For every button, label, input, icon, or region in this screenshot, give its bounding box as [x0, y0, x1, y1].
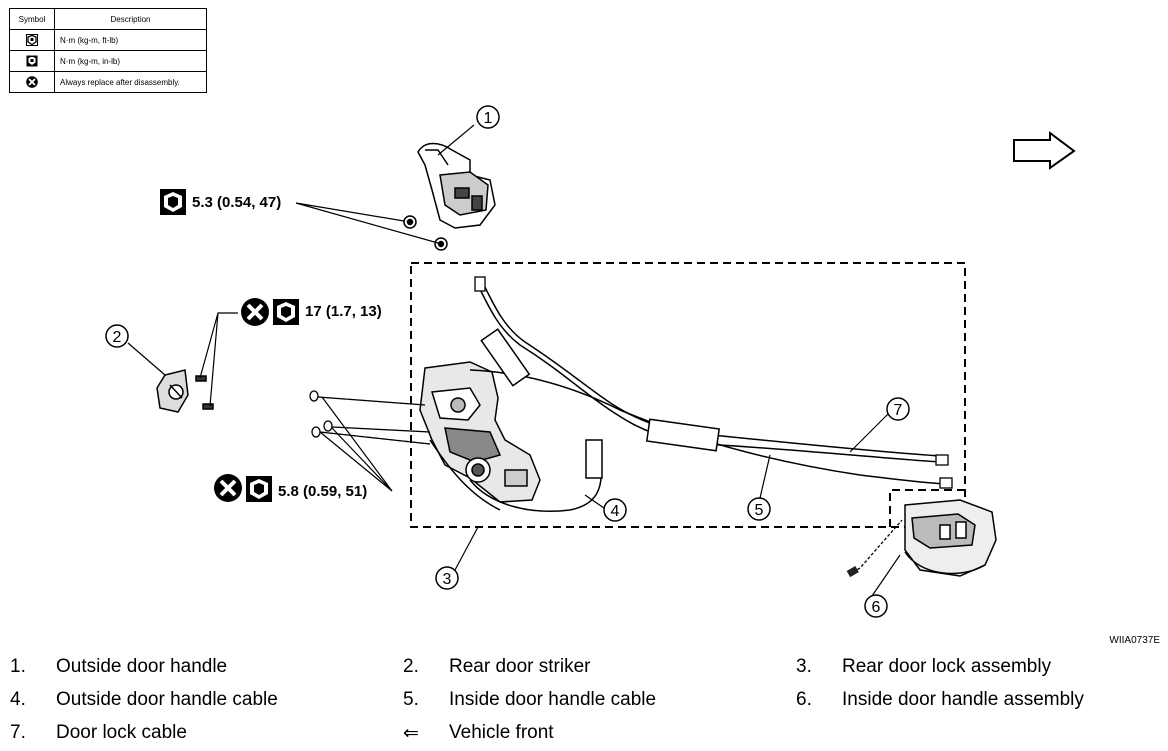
- callout-5-label: 5: [755, 502, 764, 519]
- torque-ftlb-icon: [273, 299, 299, 325]
- torque-ftlb-icon: [160, 189, 186, 215]
- callout-leader: [849, 413, 889, 453]
- symbol-legend-table: Symbol Description N·m (kg-m, ft-lb) N·m…: [9, 8, 207, 93]
- callout-1-label: 1: [484, 110, 493, 127]
- torque-leader: [295, 202, 439, 244]
- caption-text: Inside door handle cable: [449, 689, 657, 710]
- caption-number: 3.: [796, 656, 812, 677]
- torque-inlb-icon: [26, 55, 38, 67]
- cable-bracket: [585, 439, 603, 479]
- figure-code: WIIA0737E: [1109, 635, 1160, 646]
- caption-number: 6.: [796, 689, 812, 710]
- torque-ftlb-icon: [246, 476, 272, 502]
- legend-row: N·m (kg-m, in-lb): [9, 50, 207, 72]
- callout-3: 3: [435, 566, 459, 590]
- torque-leader: [319, 396, 393, 492]
- rear-door-striker-part: [156, 369, 214, 413]
- torque-value-1: 5.3 (0.54, 47): [192, 194, 281, 211]
- caption-text: Outside door handle cable: [56, 689, 278, 710]
- cable-end: [939, 477, 953, 489]
- callout-7-label: 7: [894, 402, 903, 419]
- caption-text: Vehicle front: [449, 722, 554, 743]
- callout-5: 5: [747, 497, 771, 521]
- legend-description: Always replace after disassembly.: [54, 71, 207, 93]
- lock-screws: [309, 390, 431, 445]
- caption-number: 4.: [10, 689, 26, 710]
- handle-screw: [846, 566, 859, 578]
- callout-1: 1: [476, 105, 500, 129]
- callout-2: 2: [105, 324, 129, 348]
- torque-value-3: 5.8 (0.59, 51): [278, 483, 367, 500]
- callout-leader: [759, 454, 771, 499]
- cable-sleeve: [480, 328, 531, 387]
- callout-4: 4: [603, 498, 627, 522]
- caption-number: ⇐: [403, 723, 419, 744]
- always-replace-icon: [212, 472, 244, 504]
- callout-leader: [871, 554, 901, 597]
- callout-leader: [584, 494, 605, 509]
- caption-text: Inside door handle assembly: [842, 689, 1084, 710]
- door-lock-exploded-diagram: 1 5.3 (0.54, 47) 2 17 (1.7, 13): [105, 105, 1160, 646]
- always-replace-icon: [239, 296, 271, 328]
- caption-text: Outside door handle: [56, 656, 228, 677]
- callout-leader: [437, 124, 475, 156]
- callout-6: 6: [864, 594, 888, 618]
- callout-2-label: 2: [113, 329, 122, 346]
- cable-end: [935, 454, 949, 466]
- inside-door-handle-part: [904, 499, 997, 577]
- legend-header-row: Symbol Description: [9, 8, 207, 30]
- rear-door-lock-assembly-part: [419, 361, 541, 503]
- caption-text: Rear door lock assembly: [842, 656, 1052, 677]
- always-replace-icon: [26, 76, 38, 88]
- vehicle-front-arrow-icon: [1013, 131, 1076, 170]
- handle-screw-leader: [852, 519, 903, 573]
- rear-door-lock-assembly-outline: [410, 262, 966, 528]
- outside-door-handle-part: [403, 142, 496, 251]
- callout-3-label: 3: [443, 571, 452, 588]
- caption-text: Rear door striker: [449, 656, 591, 677]
- torque-leader: [199, 312, 238, 407]
- cable-end: [474, 276, 486, 292]
- caption-number: 1.: [10, 656, 26, 677]
- legend-row: Always replace after disassembly.: [9, 71, 207, 93]
- cable-sleeve: [645, 418, 721, 452]
- callout-4-label: 4: [611, 503, 620, 520]
- caption-number: 2.: [403, 656, 419, 677]
- caption-text: Door lock cable: [56, 722, 187, 743]
- caption-number: 5.: [403, 689, 419, 710]
- callout-leader: [454, 526, 479, 571]
- caption-number: 7.: [10, 722, 26, 743]
- torque-ftlb-icon: [26, 34, 38, 46]
- torque-value-2: 17 (1.7, 13): [305, 303, 382, 320]
- callout-6-label: 6: [872, 599, 881, 616]
- callout-7: 7: [886, 397, 910, 421]
- callout-leader: [127, 342, 166, 376]
